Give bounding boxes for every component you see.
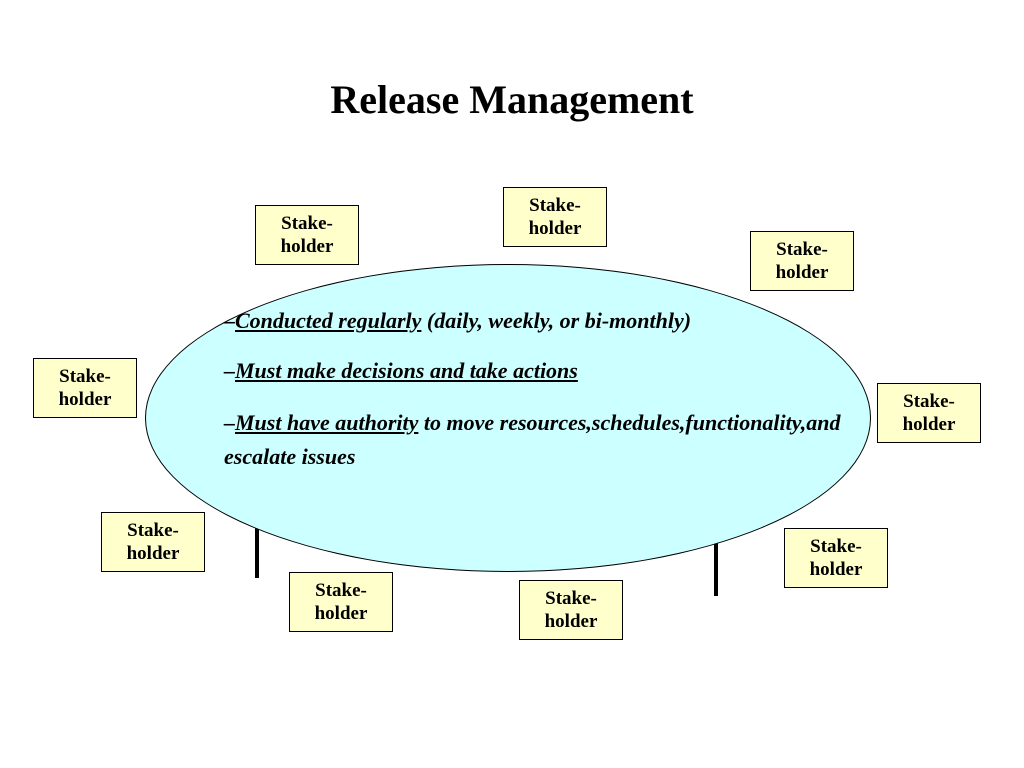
bullet-item: –Must make decisions and take actions xyxy=(224,356,884,386)
stakeholder-box-left: Stake- holder xyxy=(33,358,137,418)
bullet-list: –Conducted regularly (daily, weekly, or … xyxy=(224,306,884,494)
bullet-underlined-text: Must have authority xyxy=(235,410,419,435)
stakeholder-box-top-right: Stake- holder xyxy=(750,231,854,291)
meeting-table-ellipse xyxy=(145,264,871,572)
bullet-item: –Conducted regularly (daily, weekly, or … xyxy=(224,306,884,336)
stakeholder-box-bottom-center-right: Stake- holder xyxy=(519,580,623,640)
stakeholder-box-top-center: Stake- holder xyxy=(503,187,607,247)
bullet-item: –Must have authority to move resources,s… xyxy=(224,406,884,474)
stakeholder-box-bottom-center-left: Stake- holder xyxy=(289,572,393,632)
bullet-underlined-text: Must make decisions and take actions xyxy=(235,358,578,383)
table-leg-left xyxy=(255,522,259,578)
stakeholder-box-top-left: Stake- holder xyxy=(255,205,359,265)
bullet-text: to move resources,schedules,functionalit… xyxy=(224,410,841,469)
bullet-dash: – xyxy=(224,308,235,333)
stakeholder-box-bottom-right: Stake- holder xyxy=(784,528,888,588)
bullet-dash: – xyxy=(224,410,235,435)
slide-title: Release Management xyxy=(330,77,694,122)
stakeholder-box-right: Stake- holder xyxy=(877,383,981,443)
bullet-dash: – xyxy=(224,358,235,383)
stakeholder-box-bottom-left: Stake- holder xyxy=(101,512,205,572)
table-leg-right xyxy=(714,540,718,596)
bullet-text: (daily, weekly, or bi-monthly) xyxy=(421,308,692,333)
bullet-underlined-text: Conducted regularly xyxy=(235,308,422,333)
